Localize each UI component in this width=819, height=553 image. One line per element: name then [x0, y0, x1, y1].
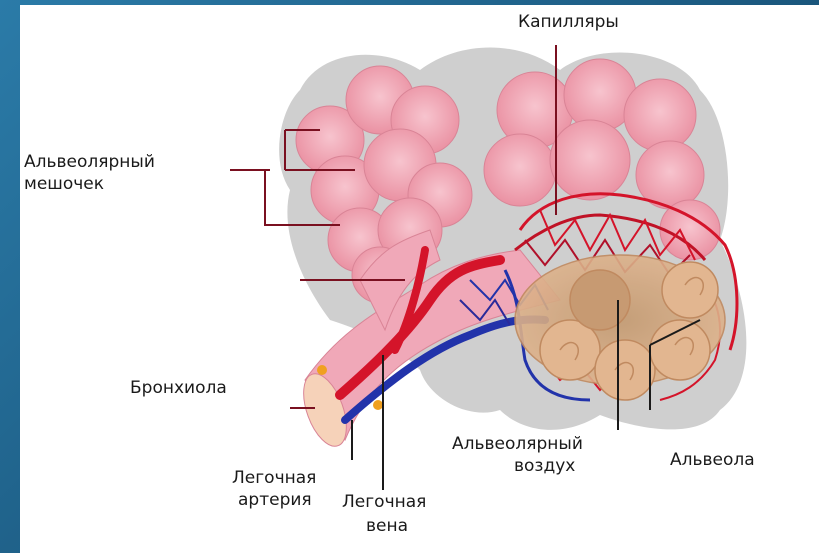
label-pulmonary-vein-line1: Легочная — [342, 492, 426, 513]
label-pulmonary-vein-line2: вена — [366, 516, 408, 537]
label-alveolar-sac-line2: мешочек — [24, 174, 104, 195]
label-alveolus: Альвеола — [670, 450, 755, 471]
label-alveolar-sac-line1: Альвеолярный — [24, 152, 155, 173]
label-bronchiole: Бронхиола — [130, 378, 227, 399]
label-pulmonary-artery-line1: Легочная — [232, 468, 316, 489]
label-alveolar-air-line2: воздух — [514, 456, 575, 477]
label-pulmonary-artery-line2: артерия — [238, 490, 312, 511]
label-alveolar-air-line1: Альвеолярный — [452, 434, 583, 455]
label-capillaries: Капилляры — [518, 12, 619, 33]
